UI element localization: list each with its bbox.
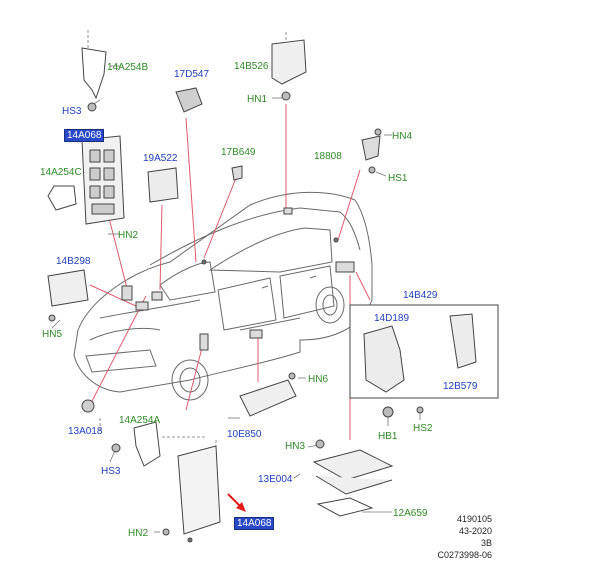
label-14A254B: 14A254B (107, 62, 149, 73)
label-14A068-bottom: 14A068 (233, 517, 275, 530)
bracket-14A254B (81, 47, 107, 112)
ref-line-2: 43-2020 (458, 526, 492, 536)
label-HN6: HN6 (308, 374, 329, 385)
label-HN5: HN5 (42, 329, 63, 340)
module-10E850 (239, 372, 297, 417)
ref-line-4: C0273998-06 (437, 550, 492, 560)
leader-lines (89, 104, 440, 440)
module-14B298 (47, 269, 89, 322)
tray-13E004 (312, 439, 394, 517)
inset-box-14B429 (349, 304, 499, 418)
label-HN3: HN3 (285, 441, 306, 452)
label-18808: 18808 (314, 151, 342, 162)
label-HB1: HB1 (378, 431, 398, 442)
label-14B526: 14B526 (234, 61, 269, 72)
label-HS1: HS1 (388, 173, 408, 184)
bracket-14A254C (47, 185, 77, 211)
label-14A254C: 14A254C (40, 167, 82, 178)
label-13E004: 13E004 (258, 474, 293, 485)
bracket-14A254A (111, 421, 161, 467)
ref-line-1: 4190105 (456, 514, 492, 524)
part-18808 (361, 128, 382, 174)
sensor-17D547 (175, 87, 203, 113)
module-19A522 (147, 167, 179, 203)
label-14A068-top: 14A068 (63, 129, 105, 142)
module-14A068-bottom (162, 445, 221, 543)
label-12A659: 12A659 (393, 508, 428, 519)
connectors-mid (121, 207, 355, 351)
label-HN2-mid: HN2 (118, 230, 139, 241)
label-HS3-bottom: HS3 (101, 466, 121, 477)
module-14B526 (271, 39, 307, 101)
label-17B649: 17B649 (221, 147, 256, 158)
callout-lines (51, 65, 421, 533)
diagram-reference-block: 4190105 43-2020 3B C0273998-06 (437, 513, 492, 561)
label-HS3-top: HS3 (62, 106, 82, 117)
label-13A018: 13A018 (68, 426, 103, 437)
label-HN2-bottom: HN2 (128, 528, 149, 539)
label-14D189: 14D189 (374, 313, 410, 324)
pointer-arrow (227, 493, 246, 512)
label-14B298: 14B298 (56, 256, 91, 267)
label-HN4: HN4 (392, 131, 413, 142)
module-14A068-top (81, 135, 125, 225)
label-10E850: 10E850 (227, 429, 262, 440)
label-14B429: 14B429 (403, 290, 438, 301)
vehicle-outline (73, 191, 373, 401)
label-14A254A: 14A254A (119, 415, 161, 426)
label-HS2: HS2 (413, 423, 433, 434)
ref-line-3: 3B (480, 538, 492, 548)
label-19A522: 19A522 (143, 153, 178, 164)
label-17D547: 17D547 (174, 69, 210, 80)
label-12B579: 12B579 (443, 381, 478, 392)
part-17B649 (231, 165, 243, 181)
sensor-13A018 (81, 399, 95, 413)
label-HN1: HN1 (247, 94, 268, 105)
